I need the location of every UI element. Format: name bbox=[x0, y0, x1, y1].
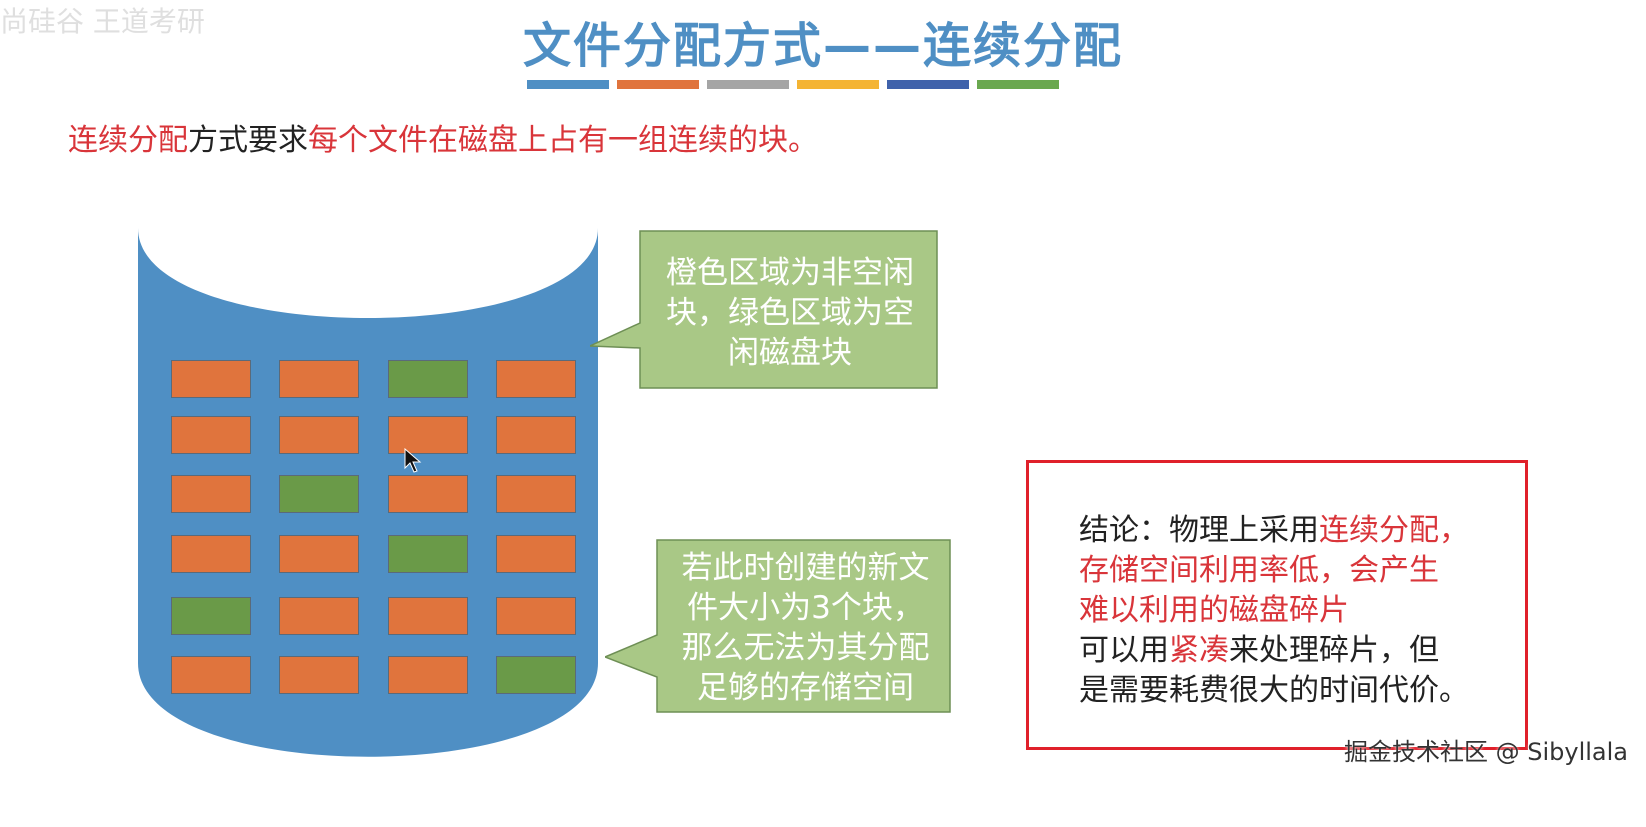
conclusion-text: 结论：物理上采用连续分配， 存储空间利用率低，会产生 难以利用的磁盘碎片 可以用… bbox=[1079, 511, 1469, 711]
callout-top-text: 橙色区域为非空闲 块，绿色区域为空 闲磁盘块 bbox=[650, 253, 930, 373]
used-disk-block bbox=[388, 656, 468, 694]
used-disk-block bbox=[388, 416, 468, 454]
callout-bottom-text: 若此时创建的新文 件大小为3个块， 那么无法为其分配 足够的存储空间 bbox=[663, 548, 948, 708]
used-disk-block bbox=[171, 656, 251, 694]
conclusion-plain: 可以用 bbox=[1079, 633, 1169, 668]
callout-bottom-line: 件大小为3个块， bbox=[687, 590, 924, 626]
callout-bottom-line: 那么无法为其分配 bbox=[681, 630, 930, 666]
free-disk-block bbox=[279, 475, 359, 513]
used-disk-block bbox=[279, 416, 359, 454]
title-color-bar bbox=[527, 80, 1059, 89]
free-disk-block bbox=[171, 597, 251, 635]
watermark-top: 尚硅谷 王道考研 bbox=[0, 5, 205, 38]
callout-top-bubble bbox=[590, 230, 938, 389]
conclusion-box: 结论：物理上采用连续分配， 存储空间利用率低，会产生 难以利用的磁盘碎片 可以用… bbox=[1026, 460, 1528, 750]
mouse-cursor-icon bbox=[404, 448, 422, 473]
used-disk-block bbox=[171, 535, 251, 573]
disk-body bbox=[138, 228, 598, 757]
title-bar-segment bbox=[707, 80, 789, 89]
conclusion-plain: 来处理碎片，但 bbox=[1229, 633, 1439, 668]
used-disk-block bbox=[388, 597, 468, 635]
title-bar-segment bbox=[797, 80, 879, 89]
free-disk-block bbox=[388, 360, 468, 398]
title-bar-segment bbox=[617, 80, 699, 89]
intro-highlight-1: 连续分配 bbox=[68, 123, 188, 158]
intro-plain: 方式要求 bbox=[188, 123, 308, 158]
intro-sentence: 连续分配方式要求每个文件在磁盘上占有一组连续的块。 bbox=[68, 115, 818, 159]
title-bar-segment bbox=[527, 80, 609, 89]
conclusion-line: 是需要耗费很大的时间代价。 bbox=[1079, 673, 1469, 708]
used-disk-block bbox=[496, 360, 576, 398]
used-disk-block bbox=[496, 597, 576, 635]
used-disk-block bbox=[279, 597, 359, 635]
used-disk-block bbox=[279, 535, 359, 573]
callout-bottom-bubble bbox=[605, 539, 951, 713]
slide-title: 文件分配方式——连续分配 bbox=[522, 18, 1123, 74]
callout-top-line: 块，绿色区域为空 bbox=[666, 295, 914, 331]
used-disk-block bbox=[388, 475, 468, 513]
intro-highlight-2: 每个文件在磁盘上占有一组连续的块。 bbox=[308, 123, 818, 158]
footer-watermark: 掘金技术社区 @ Sibyllala bbox=[1343, 738, 1628, 766]
conclusion-highlight: 紧凑 bbox=[1169, 633, 1229, 668]
conclusion-line: 难以利用的磁盘碎片 bbox=[1079, 593, 1349, 628]
used-disk-block bbox=[496, 416, 576, 454]
callout-bottom-line: 若此时创建的新文 bbox=[681, 550, 930, 586]
used-disk-block bbox=[496, 475, 576, 513]
conclusion-line: 可以用紧凑来处理碎片，但 bbox=[1079, 631, 1469, 671]
disk-cylinder bbox=[138, 228, 598, 757]
free-disk-block bbox=[496, 656, 576, 694]
conclusion-highlight: 连续分配， bbox=[1319, 513, 1469, 548]
used-disk-block bbox=[171, 416, 251, 454]
used-disk-block bbox=[171, 360, 251, 398]
used-disk-block bbox=[171, 475, 251, 513]
title-bar-segment bbox=[887, 80, 969, 89]
callout-top-line: 闲磁盘块 bbox=[728, 335, 852, 371]
free-disk-block bbox=[388, 535, 468, 573]
used-disk-block bbox=[496, 535, 576, 573]
callout-top-line: 橙色区域为非空闲 bbox=[666, 255, 914, 291]
callout-bottom-line: 足够的存储空间 bbox=[697, 670, 914, 706]
title-bar-segment bbox=[977, 80, 1059, 89]
used-disk-block bbox=[279, 360, 359, 398]
conclusion-line: 存储空间利用率低，会产生 bbox=[1079, 553, 1439, 588]
conclusion-plain: 结论：物理上采用 bbox=[1079, 513, 1319, 548]
conclusion-line: 结论：物理上采用连续分配， bbox=[1079, 511, 1469, 551]
used-disk-block bbox=[279, 656, 359, 694]
